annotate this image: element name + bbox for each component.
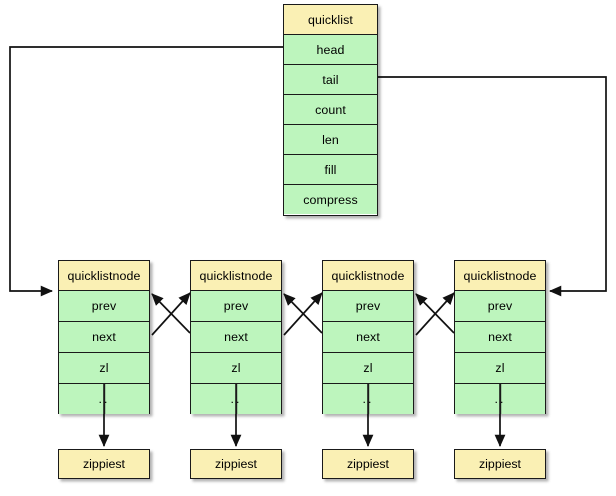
quicklistnode-box-2[interactable]: quicklistnode prev next zl ..: [190, 260, 282, 414]
quicklistnode-header-1: quicklistnode: [59, 261, 149, 291]
quicklistnode-box-4[interactable]: quicklistnode prev next zl ..: [454, 260, 546, 414]
dots-label-4: ..: [494, 392, 506, 406]
quicklist-field-compress[interactable]: compress: [284, 185, 377, 214]
quicklistnode-field-next-3[interactable]: next: [323, 322, 413, 353]
quicklistnode-field-dots-2[interactable]: ..: [191, 384, 281, 414]
quicklistnode-box-3[interactable]: quicklistnode prev next zl ..: [322, 260, 414, 414]
ziplist-box-4[interactable]: zippiest: [454, 449, 546, 479]
quicklistnode-field-prev-4[interactable]: prev: [455, 291, 545, 322]
quicklistnode-field-prev-2[interactable]: prev: [191, 291, 281, 322]
quicklistnode-field-zl-2[interactable]: zl: [191, 353, 281, 384]
dots-label-2: ..: [230, 392, 242, 406]
quicklist-field-tail[interactable]: tail: [284, 65, 377, 95]
edge-head-to-node1: [9, 46, 283, 297]
ziplist-box-2[interactable]: zippiest: [190, 449, 282, 479]
quicklistnode-box-1[interactable]: quicklistnode prev next zl ..: [58, 260, 150, 414]
edge-prev-node4-node3: [415, 293, 455, 334]
quicklist-field-fill[interactable]: fill: [284, 155, 377, 185]
dots-divider-1: [103, 384, 105, 414]
dots-label-1: ..: [98, 392, 110, 406]
quicklistnode-field-dots-4[interactable]: ..: [455, 384, 545, 414]
quicklist-field-count[interactable]: count: [284, 95, 377, 125]
quicklistnode-field-dots-1[interactable]: ..: [59, 384, 149, 414]
quicklistnode-field-zl-1[interactable]: zl: [59, 353, 149, 384]
quicklistnode-field-next-1[interactable]: next: [59, 322, 149, 353]
quicklistnode-field-next-4[interactable]: next: [455, 322, 545, 353]
quicklistnode-field-zl-3[interactable]: zl: [323, 353, 413, 384]
edge-next-node3-node4: [415, 292, 455, 336]
edge-tail-to-node4: [378, 76, 607, 297]
quicklistnode-header-2: quicklistnode: [191, 261, 281, 291]
ziplist-box-1[interactable]: zippiest: [58, 449, 150, 479]
quicklistnode-header-3: quicklistnode: [323, 261, 413, 291]
quicklistnode-field-prev-3[interactable]: prev: [323, 291, 413, 322]
edge-prev-node3-node2: [283, 293, 323, 334]
quicklist-header: quicklist: [284, 5, 377, 35]
quicklistnode-field-prev-1[interactable]: prev: [59, 291, 149, 322]
dots-label-3: ..: [362, 392, 374, 406]
quicklistnode-field-dots-3[interactable]: ..: [323, 384, 413, 414]
quicklist-field-len[interactable]: len: [284, 125, 377, 155]
quicklistnode-field-next-2[interactable]: next: [191, 322, 281, 353]
edge-prev-node2-node1: [151, 293, 191, 334]
edge-next-node2-node3: [283, 292, 323, 336]
quicklistnode-header-4: quicklistnode: [455, 261, 545, 291]
ziplist-box-3[interactable]: zippiest: [322, 449, 414, 479]
edge-next-node1-node2: [151, 292, 191, 336]
dots-divider-4: [499, 384, 501, 414]
quicklist-box[interactable]: quicklist head tail count len fill compr…: [283, 4, 378, 216]
dots-divider-2: [235, 384, 237, 414]
dots-divider-3: [367, 384, 369, 414]
quicklistnode-field-zl-4[interactable]: zl: [455, 353, 545, 384]
quicklist-field-head[interactable]: head: [284, 35, 377, 65]
